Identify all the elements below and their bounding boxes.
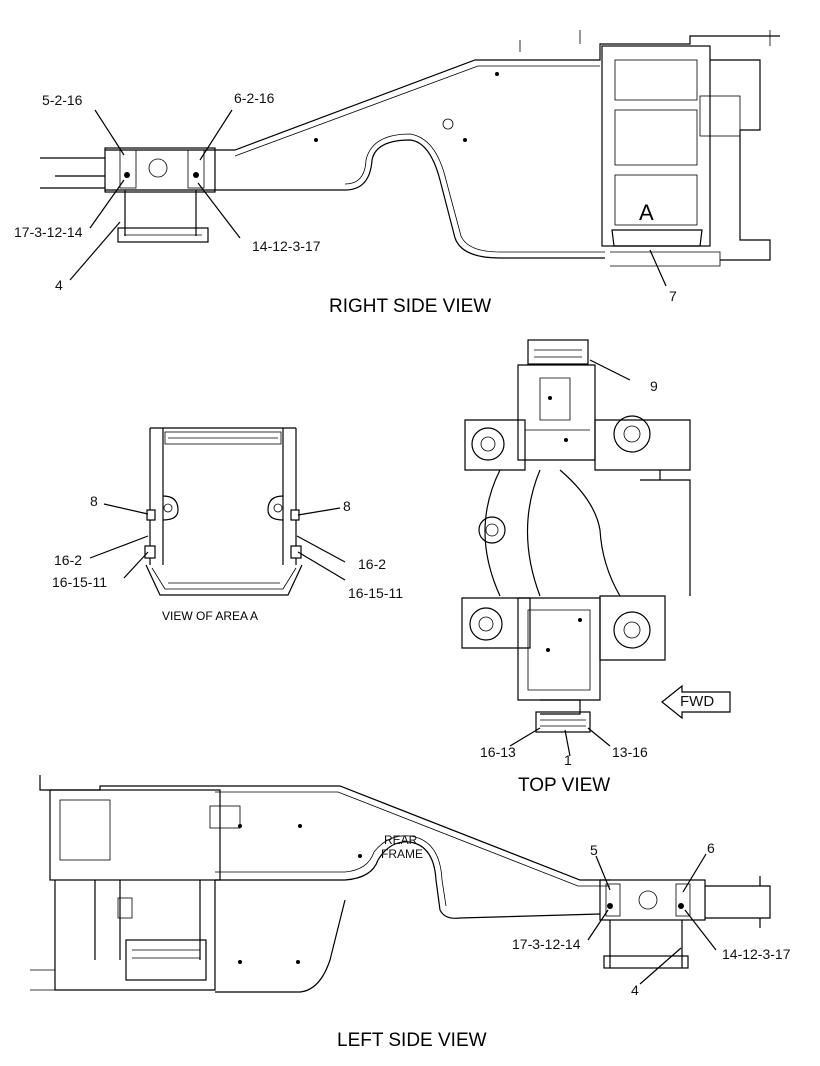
area-a-view-title: VIEW OF AREA A: [162, 609, 259, 623]
callout-4: 4: [55, 277, 63, 293]
callout-8-left: 8: [90, 493, 98, 509]
callout-5-2-16: 5-2-16: [42, 92, 83, 108]
right-side-view-title: RIGHT SIDE VIEW: [329, 296, 492, 317]
area-a-view-drawing: [144, 427, 303, 596]
callout-16-2-right: 16-2: [358, 556, 387, 572]
callout-14-12-3-17-left: 14-12-3-17: [722, 946, 791, 962]
left-side-view-drawing: [30, 775, 771, 993]
callout-16-13: 16-13: [480, 744, 516, 760]
callout-8-right: 8: [343, 498, 351, 514]
callout-17-3-12-14-left: 17-3-12-14: [512, 936, 581, 952]
top-view-title: TOP VIEW: [518, 775, 611, 796]
left-side-view-title: LEFT SIDE VIEW: [337, 1030, 487, 1051]
callout-17-3-12-14: 17-3-12-14: [14, 224, 83, 240]
fwd-arrow-label: FWD: [680, 693, 715, 710]
leader-lines: [69, 109, 717, 985]
callout-16-15-11-right: 16-15-11: [348, 585, 404, 601]
rear-frame-label-line2: FRAME: [381, 847, 423, 861]
rear-frame-label-line1: REAR: [384, 833, 418, 847]
callout-7: 7: [669, 288, 677, 304]
callout-13-16: 13-16: [612, 744, 648, 760]
callout-6-2-16: 6-2-16: [234, 90, 275, 106]
callout-1: 1: [564, 752, 572, 768]
callout-14-12-3-17: 14-12-3-17: [252, 238, 321, 254]
area-marker-a: A: [639, 200, 654, 225]
right-side-view-drawing: [40, 30, 780, 267]
callout-16-15-11-left: 16-15-11: [52, 574, 108, 590]
top-view-drawing: [461, 339, 731, 733]
callout-9: 9: [650, 378, 658, 394]
callout-4-left: 4: [631, 982, 639, 998]
callout-6-left: 6: [707, 840, 715, 856]
callout-5-left: 5: [590, 842, 598, 858]
callout-16-2-left: 16-2: [54, 552, 83, 568]
